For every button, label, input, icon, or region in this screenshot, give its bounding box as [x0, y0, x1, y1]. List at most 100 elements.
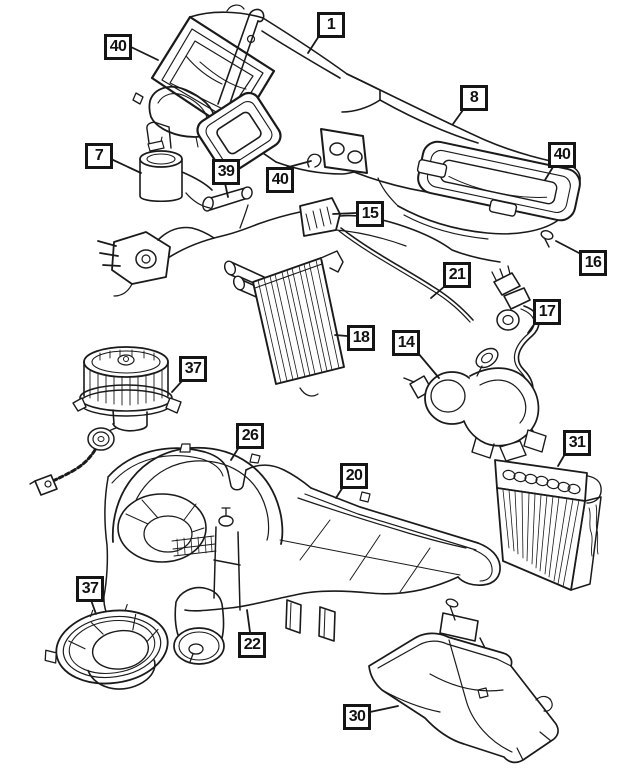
strap-left-line — [217, 15, 250, 105]
actuator-scroll — [463, 367, 540, 447]
duct-end-lines — [516, 731, 552, 761]
callout-40-right: 40 — [548, 142, 576, 168]
evap-fitting-arc — [586, 475, 602, 504]
vacuum-connector-boss — [135, 249, 157, 269]
housing-skirt — [275, 161, 355, 175]
drain-nub-stem — [189, 653, 194, 663]
u-bracket-2 — [318, 606, 336, 642]
connector-ring-inner — [502, 314, 514, 326]
part-vacuum-harness — [97, 186, 501, 297]
leader-40-middle — [284, 160, 312, 169]
part-blower-wheel-cap — [44, 603, 169, 690]
heater-core-flange — [320, 250, 344, 273]
evap-side-squiggle — [588, 504, 599, 557]
leader-37-upper — [171, 380, 183, 393]
frame-interior-arc-1 — [199, 61, 247, 90]
u-bracket-1 — [285, 599, 302, 634]
tube39-lines — [206, 187, 249, 211]
cable21-line-2 — [338, 230, 471, 323]
blower-cylinder-sides — [83, 361, 169, 397]
valve-block — [299, 197, 341, 237]
vacuum-connector-prongs — [97, 240, 121, 267]
evap-front-face — [496, 487, 586, 591]
heater-core-hatch — [257, 259, 340, 384]
leader-18 — [334, 334, 348, 337]
bracket-hole-1 — [329, 142, 345, 156]
chain-connector-prong — [29, 480, 36, 485]
evap-hatch — [502, 489, 580, 588]
callout-31: 31 — [563, 430, 591, 456]
motor-grommet-center — [97, 436, 105, 442]
callout-22: 22 — [238, 632, 266, 658]
front-lobe-drips — [159, 136, 199, 148]
part-actuator-and-wiring — [338, 227, 547, 462]
hatch-grid-rows — [171, 535, 217, 557]
housing-top-bump — [226, 4, 245, 12]
part8-screw-tip — [544, 238, 550, 248]
part8-screw — [540, 230, 554, 240]
trough-bottom-edge — [184, 576, 459, 612]
callout-8: 8 — [460, 85, 488, 111]
callout-1: 1 — [317, 12, 345, 38]
blower-tab-right — [165, 397, 182, 414]
cap-ring-1 — [62, 615, 162, 679]
vacuum-connector-tail — [113, 283, 133, 297]
cap-ring-2 — [68, 620, 156, 674]
part-vacuum-canister — [139, 121, 213, 203]
motor-grommet-mid — [92, 431, 110, 447]
callout-40-top-left: 40 — [104, 34, 132, 60]
cap-spokes — [68, 613, 159, 650]
part-heater-core — [223, 250, 345, 397]
duct-bump — [535, 695, 553, 712]
part-blower-motor — [29, 346, 182, 496]
harness-branch — [239, 204, 249, 229]
canister-body — [139, 158, 183, 203]
seal26-band-2 — [111, 455, 224, 484]
leader-14 — [417, 352, 440, 379]
front-lobe-inner — [157, 93, 208, 119]
duct-clip — [477, 687, 489, 699]
motor-can — [112, 409, 148, 432]
top-opening-frame-mid — [161, 28, 264, 123]
front-lobe-clip — [132, 92, 144, 105]
housing-mid-contour — [379, 99, 479, 144]
blower-hub — [117, 354, 135, 366]
blower-flange-2 — [79, 389, 173, 417]
harness-run-right-2 — [335, 229, 407, 247]
blower-hub-center — [123, 356, 129, 362]
cap-tab — [44, 649, 57, 664]
flag-screw-shank — [449, 605, 456, 621]
vacuum-connector-link — [157, 226, 215, 241]
cap-bowl — [87, 659, 156, 690]
leader-21 — [430, 285, 446, 299]
rim-tab-3 — [359, 491, 371, 503]
actuator-disc-inner — [430, 379, 466, 413]
cap-bumps — [90, 603, 128, 618]
callout-15: 15 — [356, 201, 384, 227]
duct-rim-band — [377, 640, 498, 669]
leader-31 — [557, 453, 566, 467]
front-bezel — [196, 91, 282, 175]
leader-40-right — [544, 166, 554, 181]
housing-second-ridge — [261, 30, 341, 79]
callout-14: 14 — [392, 330, 420, 356]
actuator-arm-prong — [403, 377, 415, 383]
leader-7 — [110, 158, 142, 174]
part8-skirt-2 — [403, 214, 489, 240]
canister-hose — [181, 171, 213, 191]
frame-interior-arc-2 — [185, 55, 223, 85]
leader-40-top-left — [130, 46, 159, 61]
trough-ribs — [279, 519, 461, 593]
chain-connector-hole — [44, 480, 52, 488]
part8-left-wall — [377, 177, 399, 207]
seal26-band-1 — [107, 447, 229, 478]
tube39-to-hose — [185, 192, 211, 209]
leader-37-lower — [90, 599, 97, 615]
u-bracket-1-inner — [289, 602, 292, 630]
actuator-foot-1 — [471, 437, 495, 459]
duct-face-line — [429, 673, 504, 692]
seal-hook-clip — [307, 153, 322, 168]
leader-16 — [555, 240, 580, 254]
part8-vent-2 — [488, 199, 518, 217]
